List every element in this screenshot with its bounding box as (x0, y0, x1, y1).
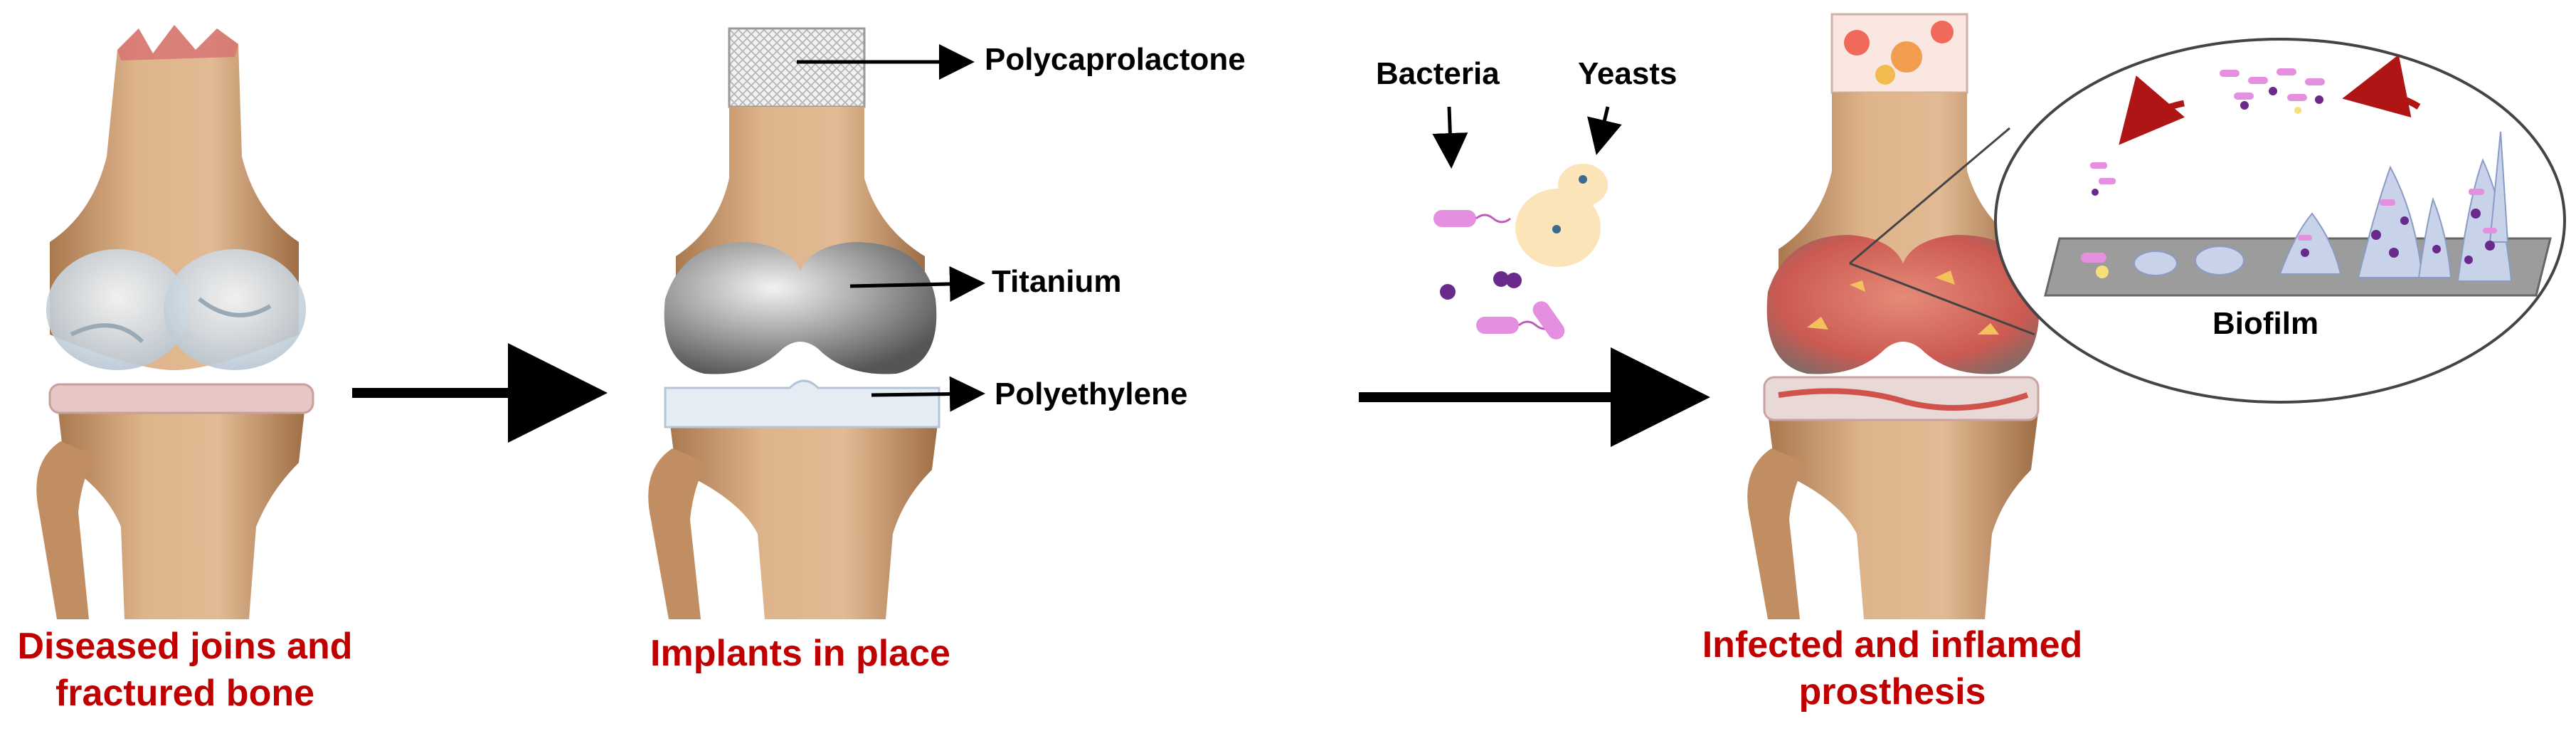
knee-implant (648, 27, 940, 619)
polyethylene-pointer (871, 376, 985, 412)
coccus (1440, 284, 1456, 300)
biofilm-label: Biofilm (2212, 306, 2319, 341)
inflamed-component (1766, 235, 2040, 374)
dispersal-cluster (2220, 68, 2325, 114)
bacteria-pointer (1432, 106, 1468, 169)
biofilm-inset (1849, 38, 2566, 404)
titanium-component (664, 242, 937, 374)
polyethylene-insert (664, 379, 940, 429)
coccus (1493, 271, 1509, 287)
dispersal-arrow (2119, 75, 2185, 145)
polycaprolactone-label: Polycaprolactone (985, 42, 1246, 77)
yeasts-label: Yeasts (1578, 56, 1677, 91)
bacteria-label: Bacteria (1376, 56, 1500, 91)
microbes-group (1433, 164, 1608, 340)
titanium-label: Titanium (992, 264, 1122, 299)
coccus (1506, 273, 1522, 288)
released-cells (2090, 162, 2116, 196)
knee-diseased (36, 25, 314, 619)
polycaprolactone-scaffold (728, 27, 866, 108)
caption-infected-line1: Infected and inflamed (1702, 624, 2083, 666)
caption-diseased-line2: fractured bone (55, 673, 315, 714)
polyethylene-label: Polyethylene (995, 377, 1188, 411)
knee-infected (1747, 13, 2040, 619)
caption-infected-line2: prosthesis (1798, 671, 1986, 713)
caption-implants: Implants in place (650, 633, 950, 674)
dispersal-arrow (2342, 54, 2421, 118)
caption-diseased-line1: Diseased joins and (17, 626, 353, 667)
bacterium (1433, 210, 1476, 227)
caption-diseased: Diseased joins and fractured bone (0, 623, 370, 717)
caption-infected: Infected and inflamed prosthesis (1650, 621, 2134, 715)
titanium-pointer (849, 266, 985, 302)
bacterium (1532, 301, 1565, 340)
yeasts-pointer (1587, 106, 1622, 155)
bacterium (1476, 317, 1519, 334)
